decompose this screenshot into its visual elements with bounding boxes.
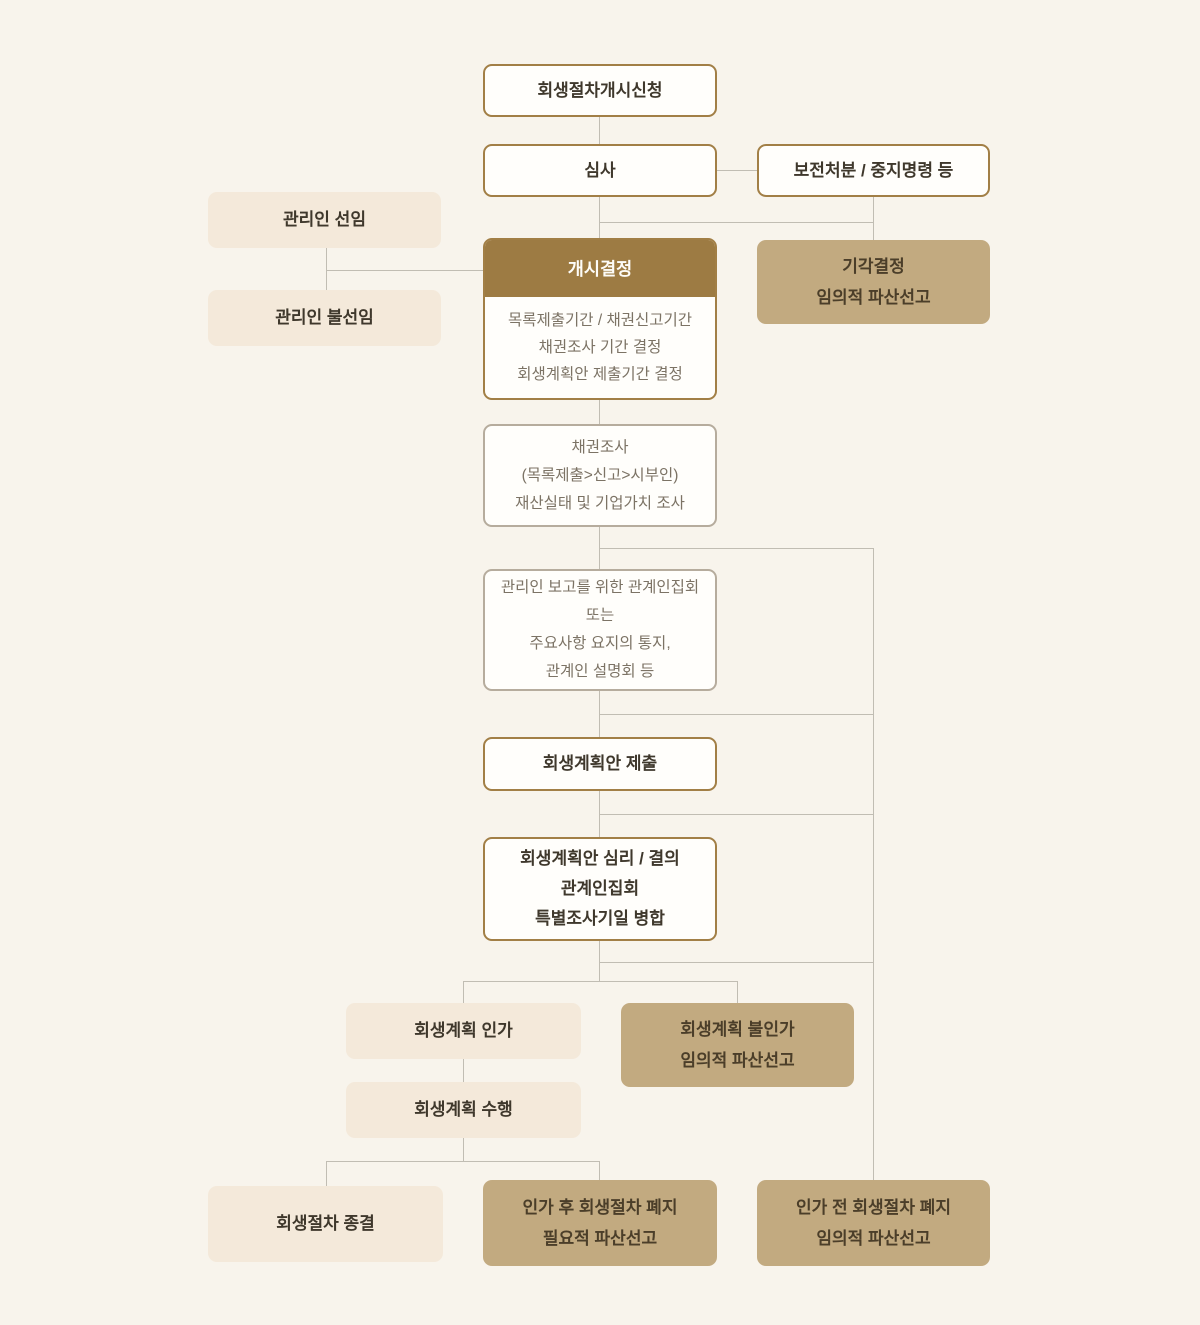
node-commencement-body: 목록제출기간 / 채권신고기간 채권조사 기간 결정 회생계획안 제출기간 결정 (485, 297, 715, 398)
node-manager-appointed-label: 관리인 선임 (283, 210, 366, 229)
connector-approval-execution (463, 1059, 464, 1082)
node-stakeholder-meeting: 관리인 보고를 위한 관계인집회 또는 주요사항 요지의 통지, 관계인 설명회… (483, 569, 717, 691)
node-commencement-title: 개시결정 (485, 240, 715, 297)
connector-to-post-discontinuation (599, 1161, 600, 1180)
connector-review-preservation (717, 170, 757, 171)
node-commencement-line-3: 회생계획안 제출기간 결정 (517, 366, 683, 383)
connector-to-approval (463, 981, 464, 1003)
node-plan-execution-label: 회생계획 수행 (414, 1100, 513, 1119)
node-preservation-order-label: 보전처분 / 중지명령 등 (793, 160, 954, 180)
node-procedure-closure: 회생절차 종결 (208, 1186, 443, 1262)
connector-approval-branch (463, 981, 737, 982)
node-plan-approval: 회생계획 인가 (346, 1003, 581, 1059)
node-dismissal-line-2: 임의적 파산선고 (816, 288, 931, 307)
node-plan-rejection-line-2: 임의적 파산선고 (680, 1051, 795, 1070)
connector-execution-down (463, 1138, 464, 1161)
node-pre-approval-discontinuation-line-2: 임의적 파산선고 (816, 1229, 931, 1248)
node-preservation-order: 보전처분 / 중지명령 등 (757, 144, 990, 197)
node-pre-approval-discontinuation-line-1: 인가 전 회생절차 폐지 (796, 1198, 951, 1217)
node-claim-investigation-line-3: 재산실태 및 기업가치 조사 (515, 494, 685, 512)
node-post-approval-discontinuation: 인가 후 회생절차 폐지 필요적 파산선고 (483, 1180, 717, 1266)
node-post-approval-discontinuation-line-2: 필요적 파산선고 (542, 1229, 658, 1248)
node-plan-execution: 회생계획 수행 (346, 1082, 581, 1138)
connector-review-down (599, 197, 600, 238)
node-claim-investigation-line-2: (목록제출>신고>시부인) (521, 466, 679, 484)
connector-branch-top (599, 222, 873, 223)
node-plan-review-line-2: 관계인집회 (560, 879, 640, 898)
connector-meeting-right (599, 714, 873, 715)
node-application-label: 회생절차개시신청 (537, 80, 663, 100)
connector-appointed-notappointed (326, 248, 327, 290)
connector-manager-commencement (326, 270, 483, 271)
connector-application-review (599, 117, 600, 144)
node-stakeholder-meeting-line-3: 주요사항 요지의 통지, (529, 635, 671, 652)
connector-review2-right (599, 962, 873, 963)
node-stakeholder-meeting-line-1: 관리인 보고를 위한 관계인집회 (500, 579, 700, 596)
node-post-approval-discontinuation-line-1: 인가 후 회생절차 폐지 (522, 1198, 678, 1217)
node-manager-appointed: 관리인 선임 (208, 192, 441, 248)
node-procedure-closure-label: 회생절차 종결 (276, 1214, 375, 1233)
connector-to-closure (326, 1161, 327, 1186)
node-dismissal: 기각결정 임의적 파산선고 (757, 240, 990, 324)
node-review: 심사 (483, 144, 717, 197)
connector-claims-right (599, 548, 873, 549)
node-application: 회생절차개시신청 (483, 64, 717, 117)
node-plan-review: 회생계획안 심리 / 결의 관계인집회 특별조사기일 병합 (483, 837, 717, 941)
connector-right-rail (873, 548, 874, 1180)
connector-to-rejection (737, 981, 738, 1003)
node-commencement-line-2: 채권조사 기간 결정 (538, 339, 662, 356)
node-claim-investigation-line-1: 채권조사 (571, 438, 629, 456)
node-commencement-line-1: 목록제출기간 / 채권신고기간 (507, 312, 693, 329)
node-commencement: 개시결정 목록제출기간 / 채권신고기간 채권조사 기간 결정 회생계획안 제출… (483, 238, 717, 400)
node-manager-not-appointed-label: 관리인 불선임 (275, 308, 374, 327)
node-dismissal-line-1: 기각결정 (842, 257, 905, 276)
connector-submission-right (599, 814, 873, 815)
node-plan-review-line-1: 회생계획안 심리 / 결의 (520, 849, 680, 868)
connector-closure-branch (326, 1161, 600, 1162)
node-stakeholder-meeting-line-2: 또는 (585, 607, 615, 624)
node-pre-approval-discontinuation: 인가 전 회생절차 폐지 임의적 파산선고 (757, 1180, 990, 1266)
node-plan-submission: 회생계획안 제출 (483, 737, 717, 791)
node-manager-not-appointed: 관리인 불선임 (208, 290, 441, 346)
node-plan-review-line-3: 특별조사기일 병합 (535, 909, 665, 928)
node-stakeholder-meeting-line-4: 관계인 설명회 등 (545, 663, 655, 680)
connector-preservation-dismissal (873, 197, 874, 240)
node-plan-submission-label: 회생계획안 제출 (542, 754, 658, 773)
node-review-label: 심사 (584, 160, 616, 180)
connector-review2-down (599, 941, 600, 981)
node-plan-rejection: 회생계획 불인가 임의적 파산선고 (621, 1003, 854, 1087)
node-plan-approval-label: 회생계획 인가 (414, 1021, 513, 1040)
node-claim-investigation: 채권조사 (목록제출>신고>시부인) 재산실태 및 기업가치 조사 (483, 424, 717, 527)
node-plan-rejection-line-1: 회생계획 불인가 (680, 1020, 795, 1039)
connector-commencement-claims (599, 400, 600, 424)
